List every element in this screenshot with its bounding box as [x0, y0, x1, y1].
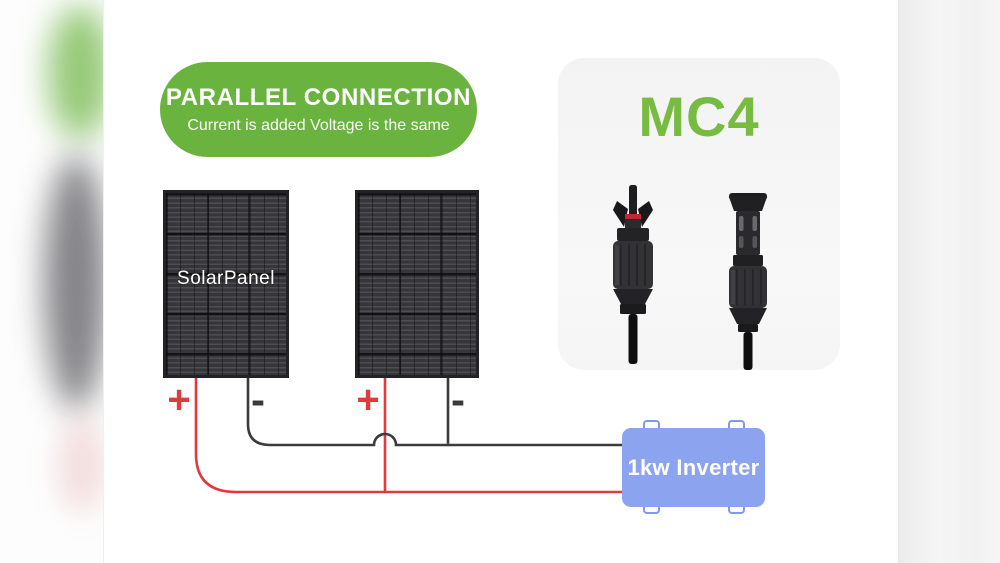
panel1-positive-terminal-label: +	[167, 378, 191, 422]
mc4-label: MC4	[638, 85, 760, 148]
mc4-card: MC4	[558, 58, 840, 370]
gray-blur-blob	[44, 155, 103, 410]
mc4-connectors-illustration	[613, 185, 767, 370]
panel2-positive-terminal-label: +	[356, 378, 380, 422]
solar-panel-2	[355, 190, 479, 378]
left-blur-backdrop	[0, 0, 103, 563]
mc4-male-connector-icon	[613, 185, 653, 364]
mc4-female-connector-icon	[729, 193, 767, 370]
badge-title: PARALLEL CONNECTION	[165, 84, 472, 111]
right-blur-backdrop	[899, 0, 1000, 563]
title-badge: PARALLEL CONNECTION Current is added Vol…	[160, 62, 477, 157]
green-blur-blob	[48, 5, 103, 140]
panel1-negative-terminal-label: -	[251, 376, 265, 423]
badge-subtitle: Current is added Voltage is the same	[187, 117, 450, 134]
panel2-negative-terminal-label: -	[451, 376, 465, 423]
solar-panel-label: SolarPanel	[177, 268, 275, 289]
pink-blur-blob	[58, 418, 103, 513]
solar-panel-1: SolarPanel	[163, 190, 289, 378]
inverter-box: 1kw Inverter	[622, 428, 765, 507]
inverter-label: 1kw Inverter	[627, 454, 760, 480]
